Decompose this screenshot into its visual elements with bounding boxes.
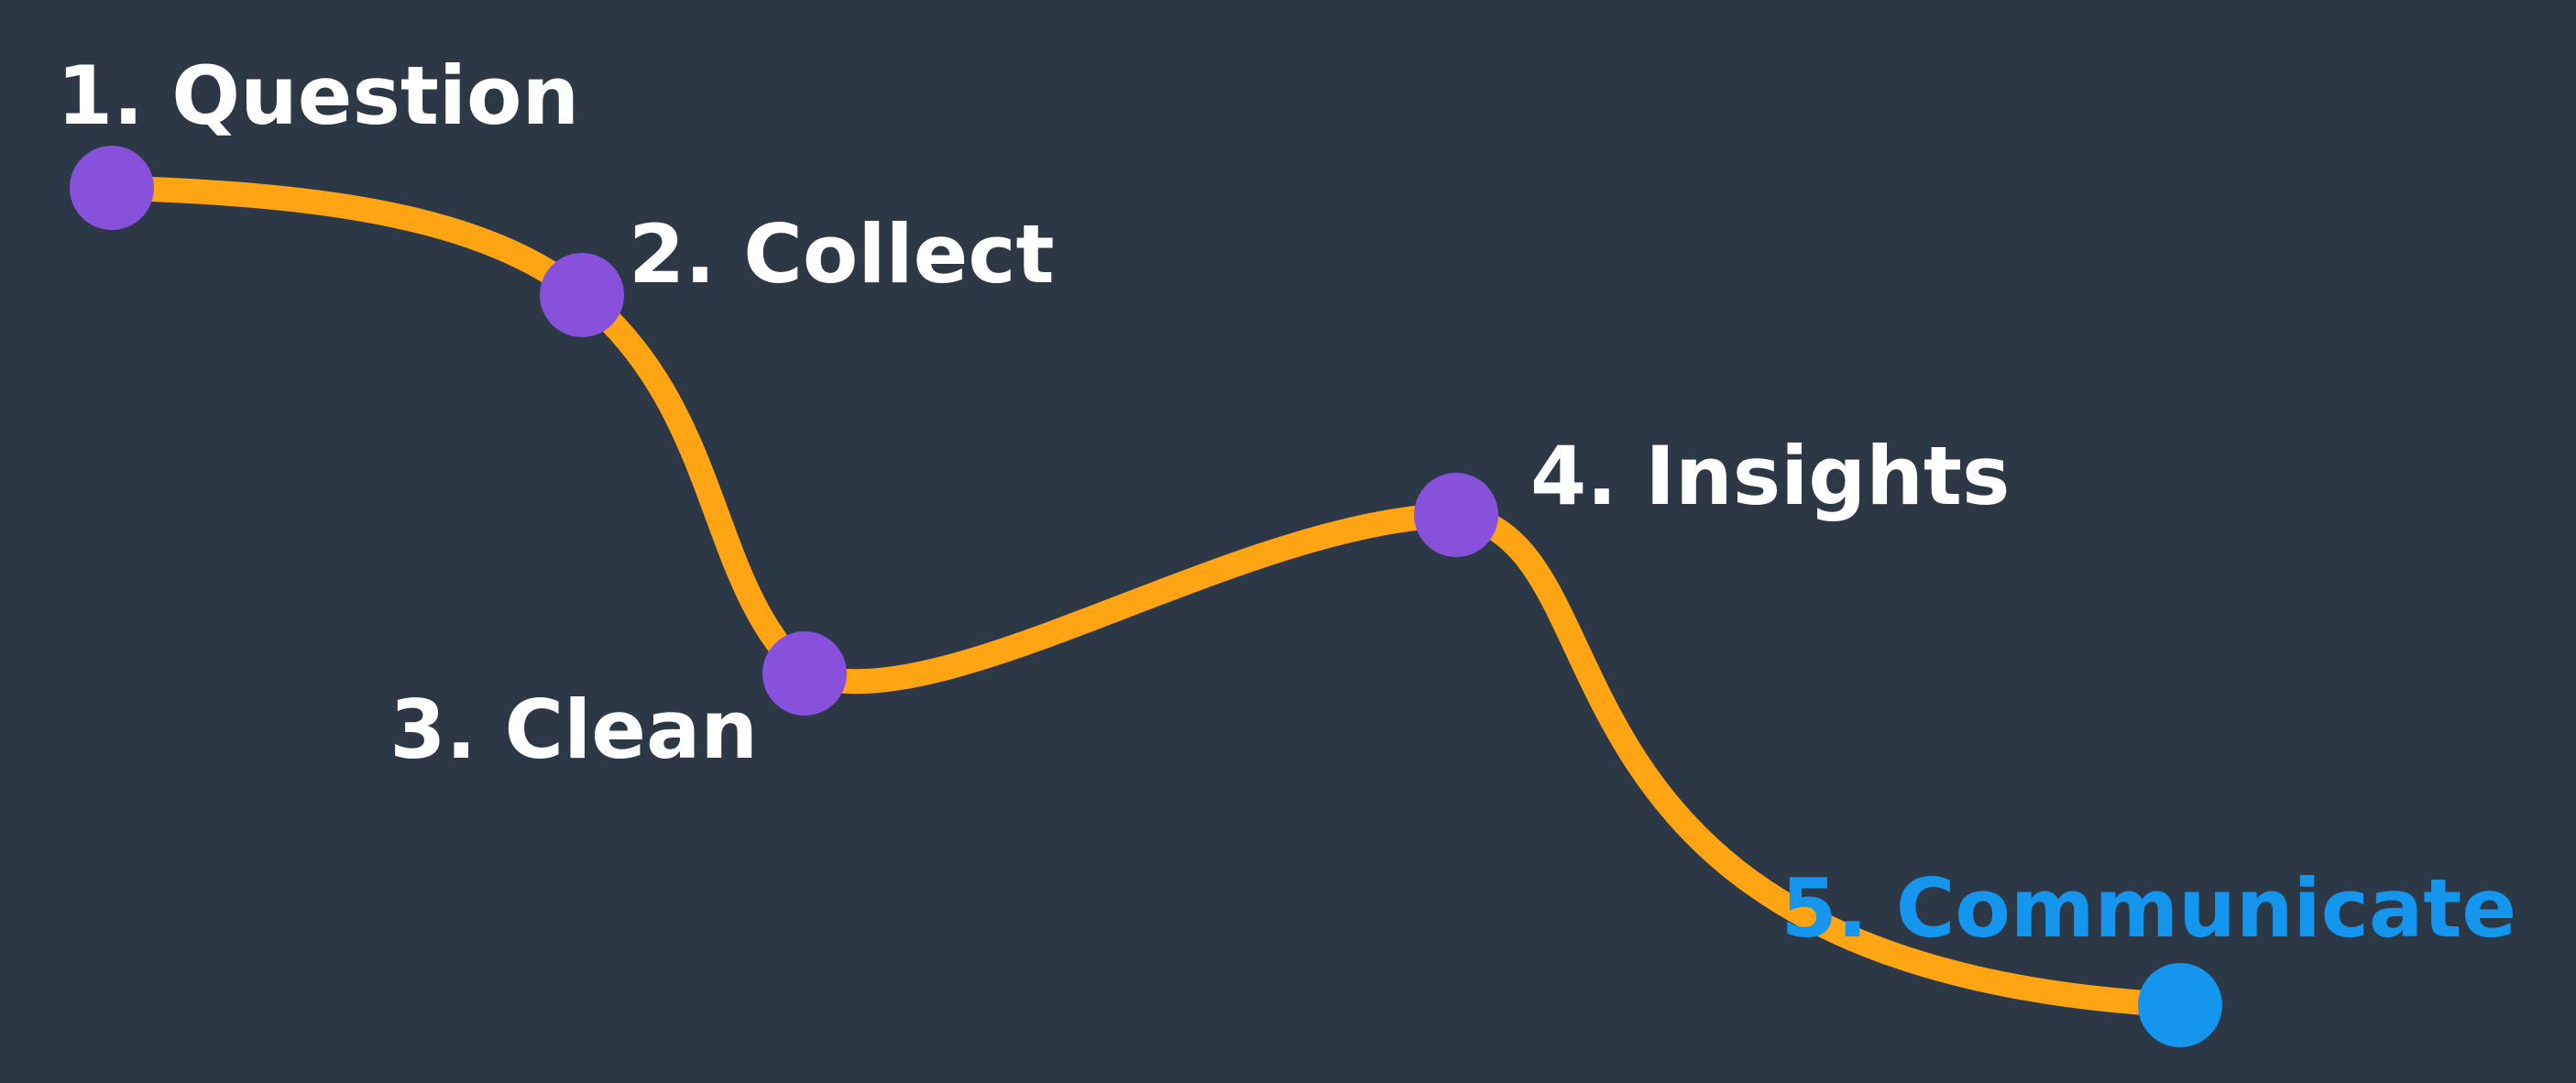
- step-4-label: 4. Insights: [1530, 429, 2010, 523]
- step-5-node: [2138, 963, 2222, 1047]
- step-2-label: 2. Collect: [629, 207, 1055, 301]
- process-path: [99, 175, 2193, 1018]
- step-3-label: 3. Clean: [389, 683, 758, 777]
- step-1-node: [70, 146, 154, 230]
- step-2-node: [540, 253, 624, 337]
- step-1-label: 1. Question: [57, 49, 579, 143]
- step-5-label: 5. Communicate: [1781, 861, 2516, 956]
- step-4-node: [1414, 473, 1498, 557]
- step-3-node: [762, 631, 847, 716]
